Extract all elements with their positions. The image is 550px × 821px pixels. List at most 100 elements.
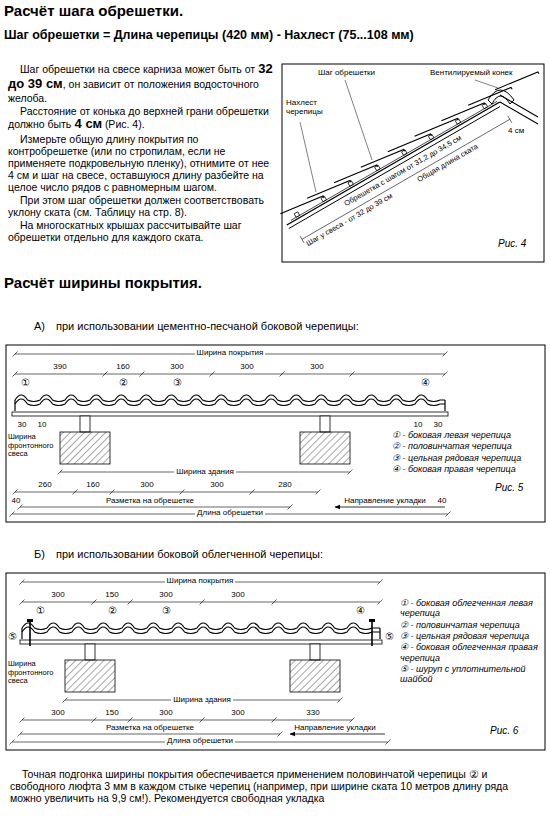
figure-label: 300 — [210, 480, 223, 489]
label-text: На многоскатных крышах рассчитывайте шаг… — [8, 219, 242, 243]
figure-label: Расчёт ширины покрытия. — [4, 274, 202, 291]
figure-label: 300 — [159, 590, 172, 599]
figure-label: ③ — [173, 377, 182, 389]
label-text: Рис. 4 — [498, 238, 526, 249]
legend-item: ① - боковая левая черепица — [392, 430, 542, 440]
label-text: А) — [34, 320, 45, 332]
figure-label: ⑤ — [385, 631, 394, 643]
figure-label: 300 — [310, 362, 323, 371]
label-text: 40 — [438, 496, 447, 505]
figure-label: 300 — [231, 590, 244, 599]
figure-label: Б) — [34, 548, 45, 561]
figure-label: 30 — [18, 420, 27, 429]
label-text: 300 — [51, 708, 64, 717]
label-text: 300 — [210, 480, 223, 489]
fig5-structure — [12, 400, 448, 507]
label-text: 260 — [38, 480, 51, 489]
paragraph: Шаг обрешетки на свесе карниза может быт… — [8, 62, 276, 104]
legend-item: ③ - цельная рядовая черепица — [392, 453, 542, 463]
label-text: 300 — [310, 362, 323, 371]
fig6-structure — [20, 619, 385, 734]
label-text: ③ — [173, 377, 182, 388]
drawing-stroke — [20, 600, 383, 605]
figure-label: 300 — [159, 708, 172, 717]
figure-label: 300 — [170, 362, 183, 371]
label-text: 300 — [159, 708, 172, 717]
figure-label: 40 — [438, 496, 447, 505]
figure-frame — [282, 64, 544, 262]
legend-item: ③ - цельная рядовая черепица — [400, 631, 542, 641]
legend-text: ④ - боковая правая черепица — [392, 464, 516, 474]
figure-label: 260 — [38, 480, 51, 489]
label-text: Нахлест черепицы — [286, 98, 323, 116]
drawing-stroke — [302, 119, 510, 239]
figure-label: Направление укладки — [344, 496, 426, 505]
drawing-stroke — [280, 196, 324, 214]
figure-label: 300 — [51, 590, 64, 599]
label-text: Ширина покрытия — [165, 576, 236, 585]
label-text: Измерьте общую длину покрытия по контроб… — [8, 133, 269, 193]
drawing-stroke — [18, 732, 283, 737]
label-text: Ширина покрытия — [195, 348, 266, 357]
figure-label: Длина обрешетки — [165, 736, 235, 745]
figure-label: Ширина покрытия — [165, 576, 236, 585]
legend-text: ① - боковая левая черепица — [392, 430, 511, 440]
figure-label: при использовании цементно-песчаной боко… — [56, 320, 359, 333]
label-text: 150 — [105, 590, 118, 599]
drawing-stroke — [334, 165, 378, 183]
figure-frame — [6, 345, 545, 522]
figure-label: ① — [36, 605, 45, 617]
inline-text: 4 см — [75, 116, 103, 131]
legend-text: ④ - боковая облегченная правая черепица — [400, 642, 538, 662]
figure-label: 390 — [53, 362, 66, 371]
figure-label: 150 — [105, 708, 118, 717]
label-text: Шаг обрешетки = Длина черепицы (420 мм) … — [4, 28, 414, 42]
drawing-stroke — [22, 623, 380, 630]
label-text: Ширина фронтонного свеса — [8, 659, 53, 685]
label-text: Длина обрешетки — [195, 508, 265, 517]
figure-label: 10 — [38, 420, 47, 429]
figure-label: Ширина здания — [171, 695, 233, 704]
legend-item: ② - половинчатая черепица — [392, 441, 542, 451]
figure-label: Ширина здания — [174, 467, 236, 476]
label-text: Ширина здания — [171, 695, 233, 704]
label-text: Ширина фронтонного свеса — [8, 432, 53, 458]
legend-text: ② - половинчатая черепица — [400, 620, 520, 630]
paragraph: При этом шаг обрешетки должен соответств… — [8, 194, 276, 218]
legend-item: ① - боковая облегченная левая черепица — [400, 598, 542, 619]
legend-text: ③ - цельная рядовая черепица — [392, 453, 521, 463]
drawing-stroke — [13, 490, 321, 495]
figure-label: Разметка на обрешетке — [106, 496, 194, 505]
figure-label: Ширина покрытия — [195, 348, 266, 357]
label-text: ④ — [356, 605, 365, 616]
label-text: 300 — [240, 362, 253, 371]
label-text: 330 — [306, 708, 319, 717]
figure-label: Ширина фронтонного свеса — [8, 433, 56, 459]
label-text: 300 — [140, 480, 153, 489]
label-text: Длина обрешетки — [165, 736, 235, 745]
figure-label: ⑤ — [8, 631, 17, 643]
drawing-stroke — [287, 102, 500, 225]
label-text: при использовании цементно-песчаной боко… — [56, 320, 359, 332]
figure-label: ④ — [421, 377, 430, 389]
paragraph: Измерьте общую длину покрытия по контроб… — [8, 133, 276, 193]
label-text: Шаг обрешетки на свесе карниза может быт… — [20, 63, 255, 75]
label-text: ③ — [162, 605, 171, 616]
figure-label: ④ — [356, 605, 365, 617]
legend-text: ② - половинчатая черепица — [392, 441, 512, 451]
title-text: Расчёт шага обрешетки. — [4, 2, 183, 19]
label-text: ⑤ — [8, 631, 17, 642]
figure-label: Рис. 5 — [495, 482, 523, 494]
drawing-stroke — [488, 90, 514, 104]
label-text: Вентилируемый конек — [430, 68, 513, 77]
figure-label: при использовании боковой облегченной че… — [56, 548, 323, 561]
figure-label: А) — [34, 320, 45, 333]
figure-label: ② — [108, 605, 117, 617]
figure-label: Шаг обрешетки — [318, 68, 375, 77]
label-text: Направление укладки — [344, 496, 426, 505]
label-text: 300 — [170, 362, 183, 371]
figure-label: 4 см — [508, 126, 524, 135]
figure-label: Длина обрешетки — [195, 508, 265, 517]
legend-item: ② - половинчатая черепица — [400, 620, 542, 630]
label-text: Расчёт ширины покрытия. — [4, 274, 202, 291]
